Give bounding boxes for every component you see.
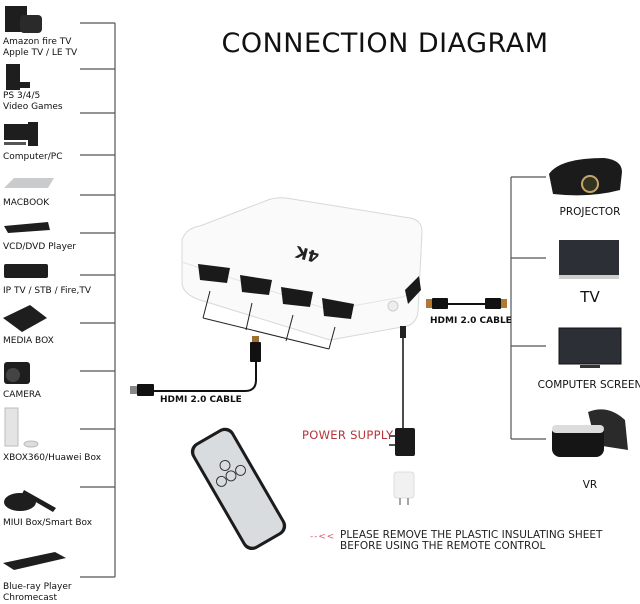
input-fanout-lines xyxy=(202,290,336,350)
destination-bracket xyxy=(510,176,546,440)
destination-label-projector: PROJECTOR xyxy=(559,206,621,218)
tv-icon xyxy=(559,240,619,279)
projector-icon xyxy=(549,158,622,196)
input-cable-label: HDMI 2.0 CABLE xyxy=(160,395,242,405)
destination-label-tv: TV xyxy=(580,288,600,306)
power-adapter xyxy=(389,326,415,505)
source-label-macbook: MACBOOK xyxy=(3,198,50,208)
hdmi-input-port-4 xyxy=(322,298,354,319)
source-label-streaming: Amazon fire TV Apple TV / LE TV xyxy=(3,37,78,58)
hdmi-input-port-1 xyxy=(198,264,230,283)
xbox-icon xyxy=(4,407,39,448)
source-label-bluray: Blue-ray Player Chromecast xyxy=(3,582,72,603)
output-cable-label: HDMI 2.0 CABLE xyxy=(430,316,512,326)
streaming-box-icon xyxy=(5,6,42,33)
remote-button-3 xyxy=(225,470,237,482)
set-top-box-icon xyxy=(4,264,48,278)
dc-power-jack xyxy=(387,300,399,312)
destination-label-vr: VR xyxy=(582,479,598,491)
smart-box-icon xyxy=(4,490,56,512)
source-label-xbox: XBOX360/Huawei Box xyxy=(3,453,102,463)
monitor-icon xyxy=(558,327,622,368)
game-console-icon xyxy=(6,64,30,90)
remote-button-2 xyxy=(215,475,227,487)
source-bracket xyxy=(80,22,116,578)
dvd-player-icon xyxy=(4,222,50,233)
input-hdmi-cable xyxy=(130,336,261,396)
laptop-icon xyxy=(4,178,54,188)
desktop-computer-icon xyxy=(4,122,38,146)
source-label-playstation: PS 3/4/5 Video Games xyxy=(3,91,63,112)
destination-label-computer-screen: COMPUTER SCREEN xyxy=(537,379,640,391)
source-label-camera: CAMERA xyxy=(3,390,41,400)
source-label-media-box: MEDIA BOX xyxy=(3,336,54,346)
source-icons xyxy=(3,6,66,570)
media-box-icon xyxy=(3,305,47,332)
source-label-iptv: IP TV / STB / Fire,TV xyxy=(3,286,92,296)
diagram-title: CONNECTION DIAGRAM xyxy=(221,28,549,59)
source-label-computer: Computer/PC xyxy=(3,152,63,162)
output-hdmi-cable xyxy=(426,298,507,309)
source-label-dvd: VCD/DVD Player xyxy=(3,242,77,252)
destination-icons xyxy=(549,158,628,457)
remote-notice: PLEASE REMOVE THE PLASTIC INSULATING SHE… xyxy=(340,529,603,552)
bluray-player-icon xyxy=(3,552,66,570)
vr-headset-icon xyxy=(552,409,628,457)
remote-button-4 xyxy=(235,464,247,476)
remote-button-1 xyxy=(219,459,231,471)
source-label-smart-box: MIUI Box/Smart Box xyxy=(3,518,93,528)
remote-control xyxy=(190,427,287,551)
hdmi-input-port-3 xyxy=(281,287,313,307)
hdmi-input-port-2 xyxy=(240,275,272,295)
hdmi-output-port xyxy=(405,276,421,304)
notice-arrows: - - < < xyxy=(310,532,334,542)
power-supply-label: POWER SUPPLY xyxy=(302,428,394,442)
camera-icon xyxy=(4,362,30,384)
hdmi-switch-device: 4K xyxy=(181,197,423,350)
